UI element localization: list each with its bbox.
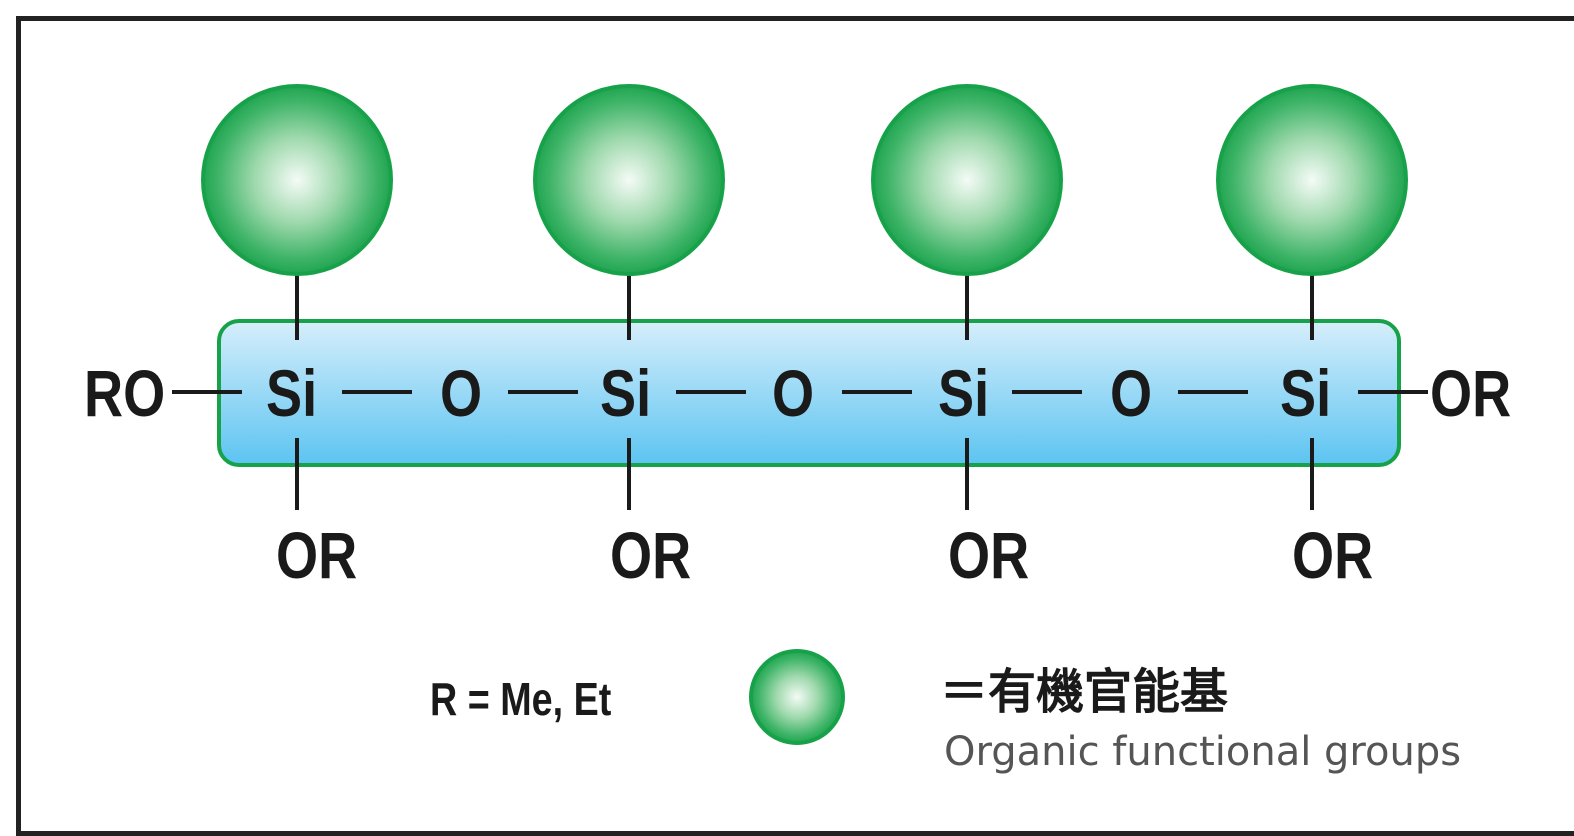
si-atom-2: Si: [600, 356, 652, 430]
si-atom-4: Si: [1280, 356, 1332, 430]
r-definition: R = Me, Et: [430, 673, 612, 725]
functional-group-sphere-2: [533, 84, 725, 276]
pendant-or-3: OR: [948, 518, 1030, 592]
legend-en-label: Organic functional groups: [944, 729, 1462, 775]
ro-left-end: RO: [84, 356, 166, 430]
si-atom-1: Si: [266, 356, 318, 430]
si-atom-3: Si: [938, 356, 990, 430]
or-right-end: OR: [1430, 356, 1512, 430]
functional-group-sphere-3: [871, 84, 1063, 276]
oxygen-atom-3: O: [1110, 356, 1153, 430]
pendant-or-4: OR: [1292, 518, 1374, 592]
legend-sphere: [749, 649, 845, 745]
pendant-or-1: OR: [276, 518, 358, 592]
oxygen-atom-1: O: [440, 356, 483, 430]
functional-group-sphere-1: [201, 84, 393, 276]
pendant-or-2: OR: [610, 518, 692, 592]
legend-jp-label: ＝有機官能基: [940, 664, 1229, 720]
oxygen-atom-2: O: [772, 356, 815, 430]
functional-group-sphere-4: [1216, 84, 1408, 276]
